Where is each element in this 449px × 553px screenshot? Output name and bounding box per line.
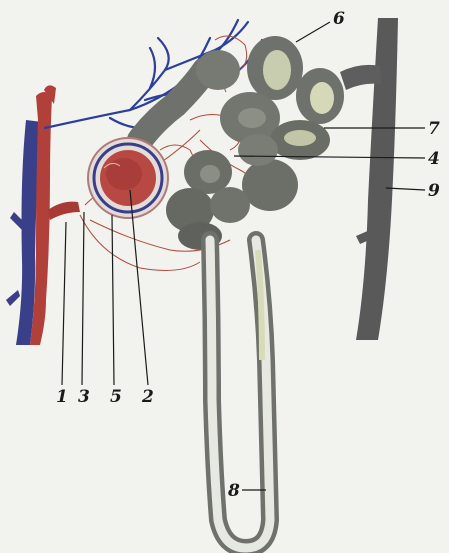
label-2: 2 — [141, 387, 154, 407]
label-7: 7 — [428, 119, 440, 139]
label-9: 9 — [428, 181, 440, 201]
label-6: 6 — [333, 9, 345, 29]
label-4: 4 — [428, 149, 440, 169]
label-8: 8 — [227, 481, 240, 501]
label-5: 5 — [110, 387, 122, 407]
label-3: 3 — [78, 387, 90, 407]
label-1: 1 — [56, 387, 68, 407]
glomerulus — [88, 138, 168, 218]
